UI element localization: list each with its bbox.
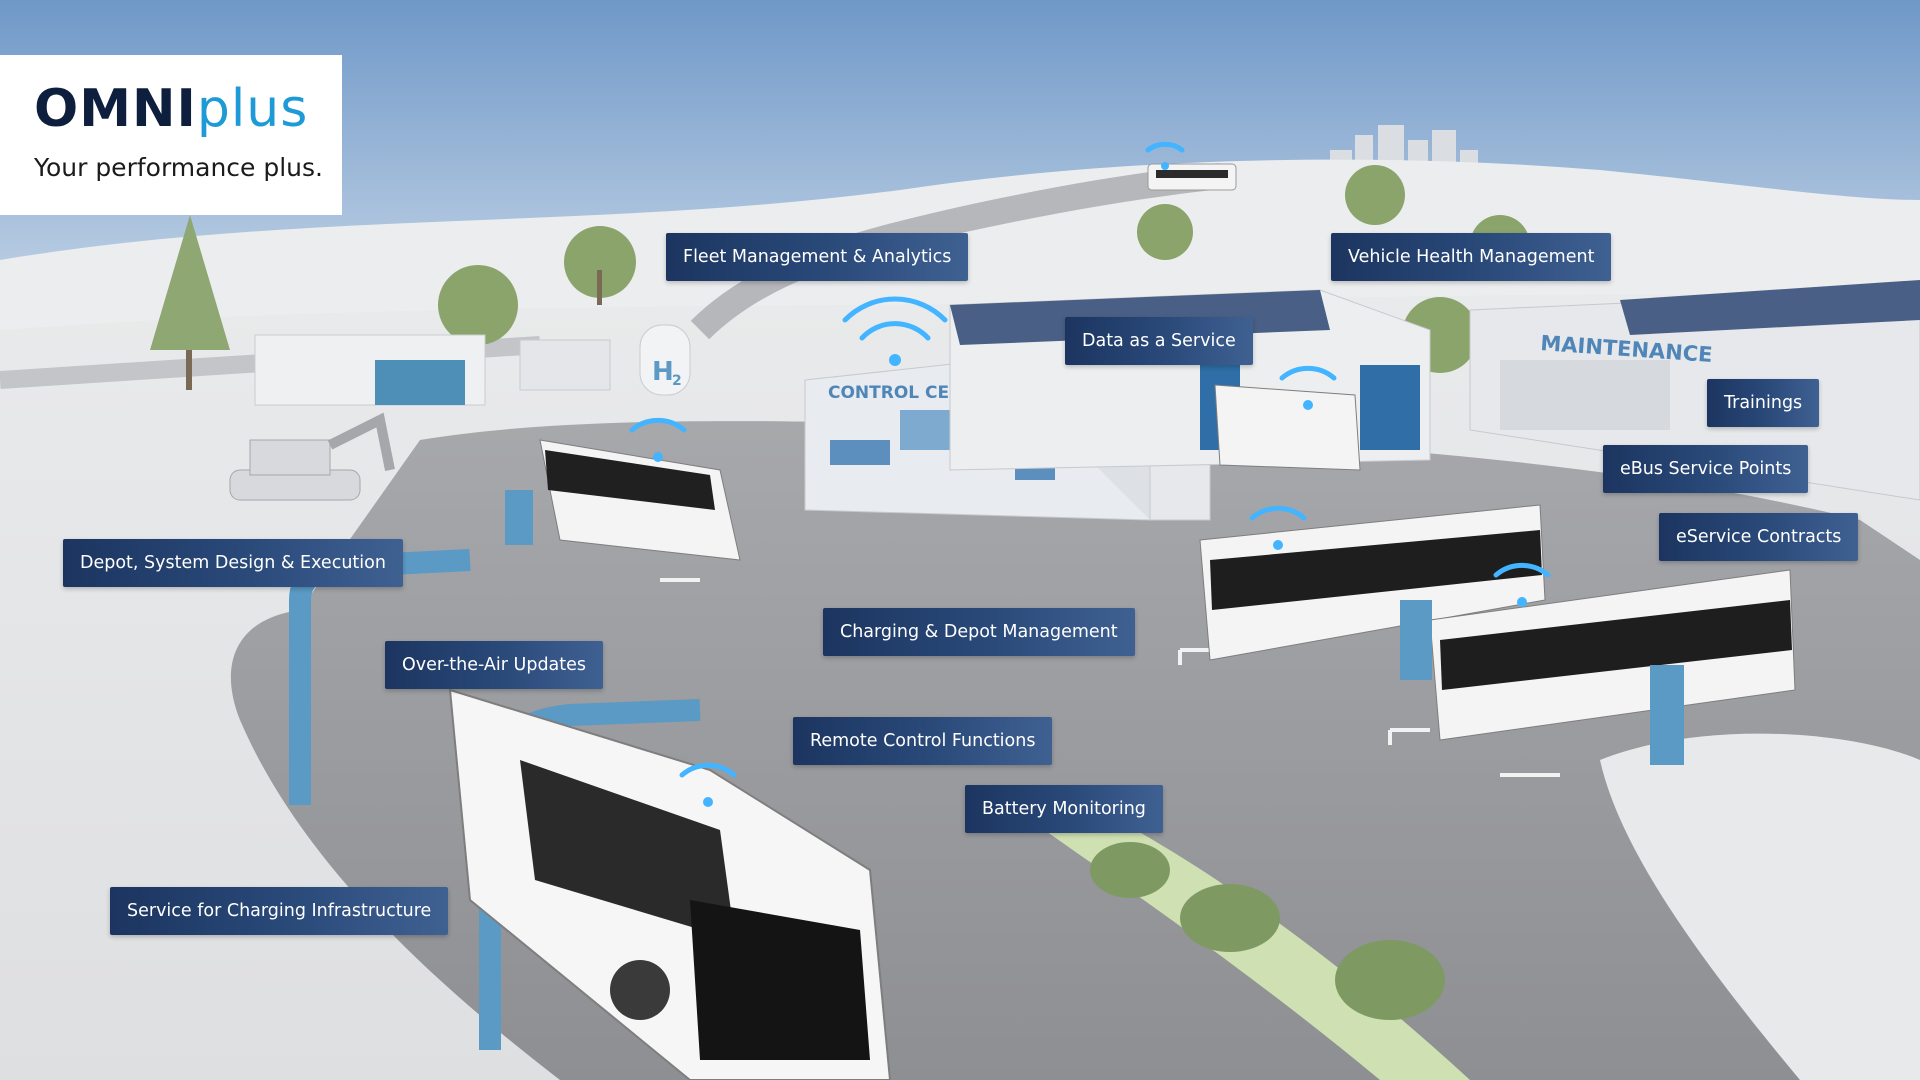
brand-name-light: plus [196,79,309,139]
wifi-icon [1249,505,1307,550]
label-data-as-a-service: Data as a Service [1065,317,1253,365]
wifi-icon [842,296,948,366]
wifi-icon [1279,365,1337,410]
wifi-icon [629,417,687,462]
h2-sign: H [652,357,674,387]
utility-buildings: H 2 [254,324,691,406]
brand-tagline: Your performance plus. [34,153,324,182]
wifi-signal-icons [629,141,1551,807]
label-charging-depot: Charging & Depot Management [823,608,1135,656]
parked-bus-2 [1429,569,1796,741]
foreground-bus [448,688,892,1080]
label-ota-updates: Over-the-Air Updates [385,641,604,689]
parked-bus-1 [1199,504,1546,661]
charging-posts [505,490,1684,765]
brand-name-strong: OMNI [34,79,197,139]
wifi-icon [1493,562,1551,607]
label-trainings: Trainings [1707,379,1820,427]
label-fleet-management: Fleet Management & Analytics [666,233,969,281]
brand-wordmark: OMNIplus [34,77,308,141]
parked-bus-depot [1214,384,1361,471]
h2-sign-sub: 2 [672,373,682,389]
bushes [1090,842,1445,1020]
brand-logo: OMNIplus Your performance plus. [0,55,342,215]
label-battery-monitoring: Battery Monitoring [965,785,1163,833]
label-eservice-contracts: eService Contracts [1659,513,1859,561]
wifi-icon [1145,141,1185,170]
label-vehicle-health: Vehicle Health Management [1331,233,1612,281]
label-depot-system-design: Depot, System Design & Execution [63,539,403,587]
excavator [229,412,395,501]
distant-bus [1147,163,1237,191]
wifi-icon [679,762,737,807]
label-ebus-service-points: eBus Service Points [1603,445,1809,493]
label-remote-control: Remote Control Functions [793,717,1053,765]
hill-road [690,163,1222,340]
label-charging-infrastructure-service: Service for Charging Infrastructure [110,887,449,935]
